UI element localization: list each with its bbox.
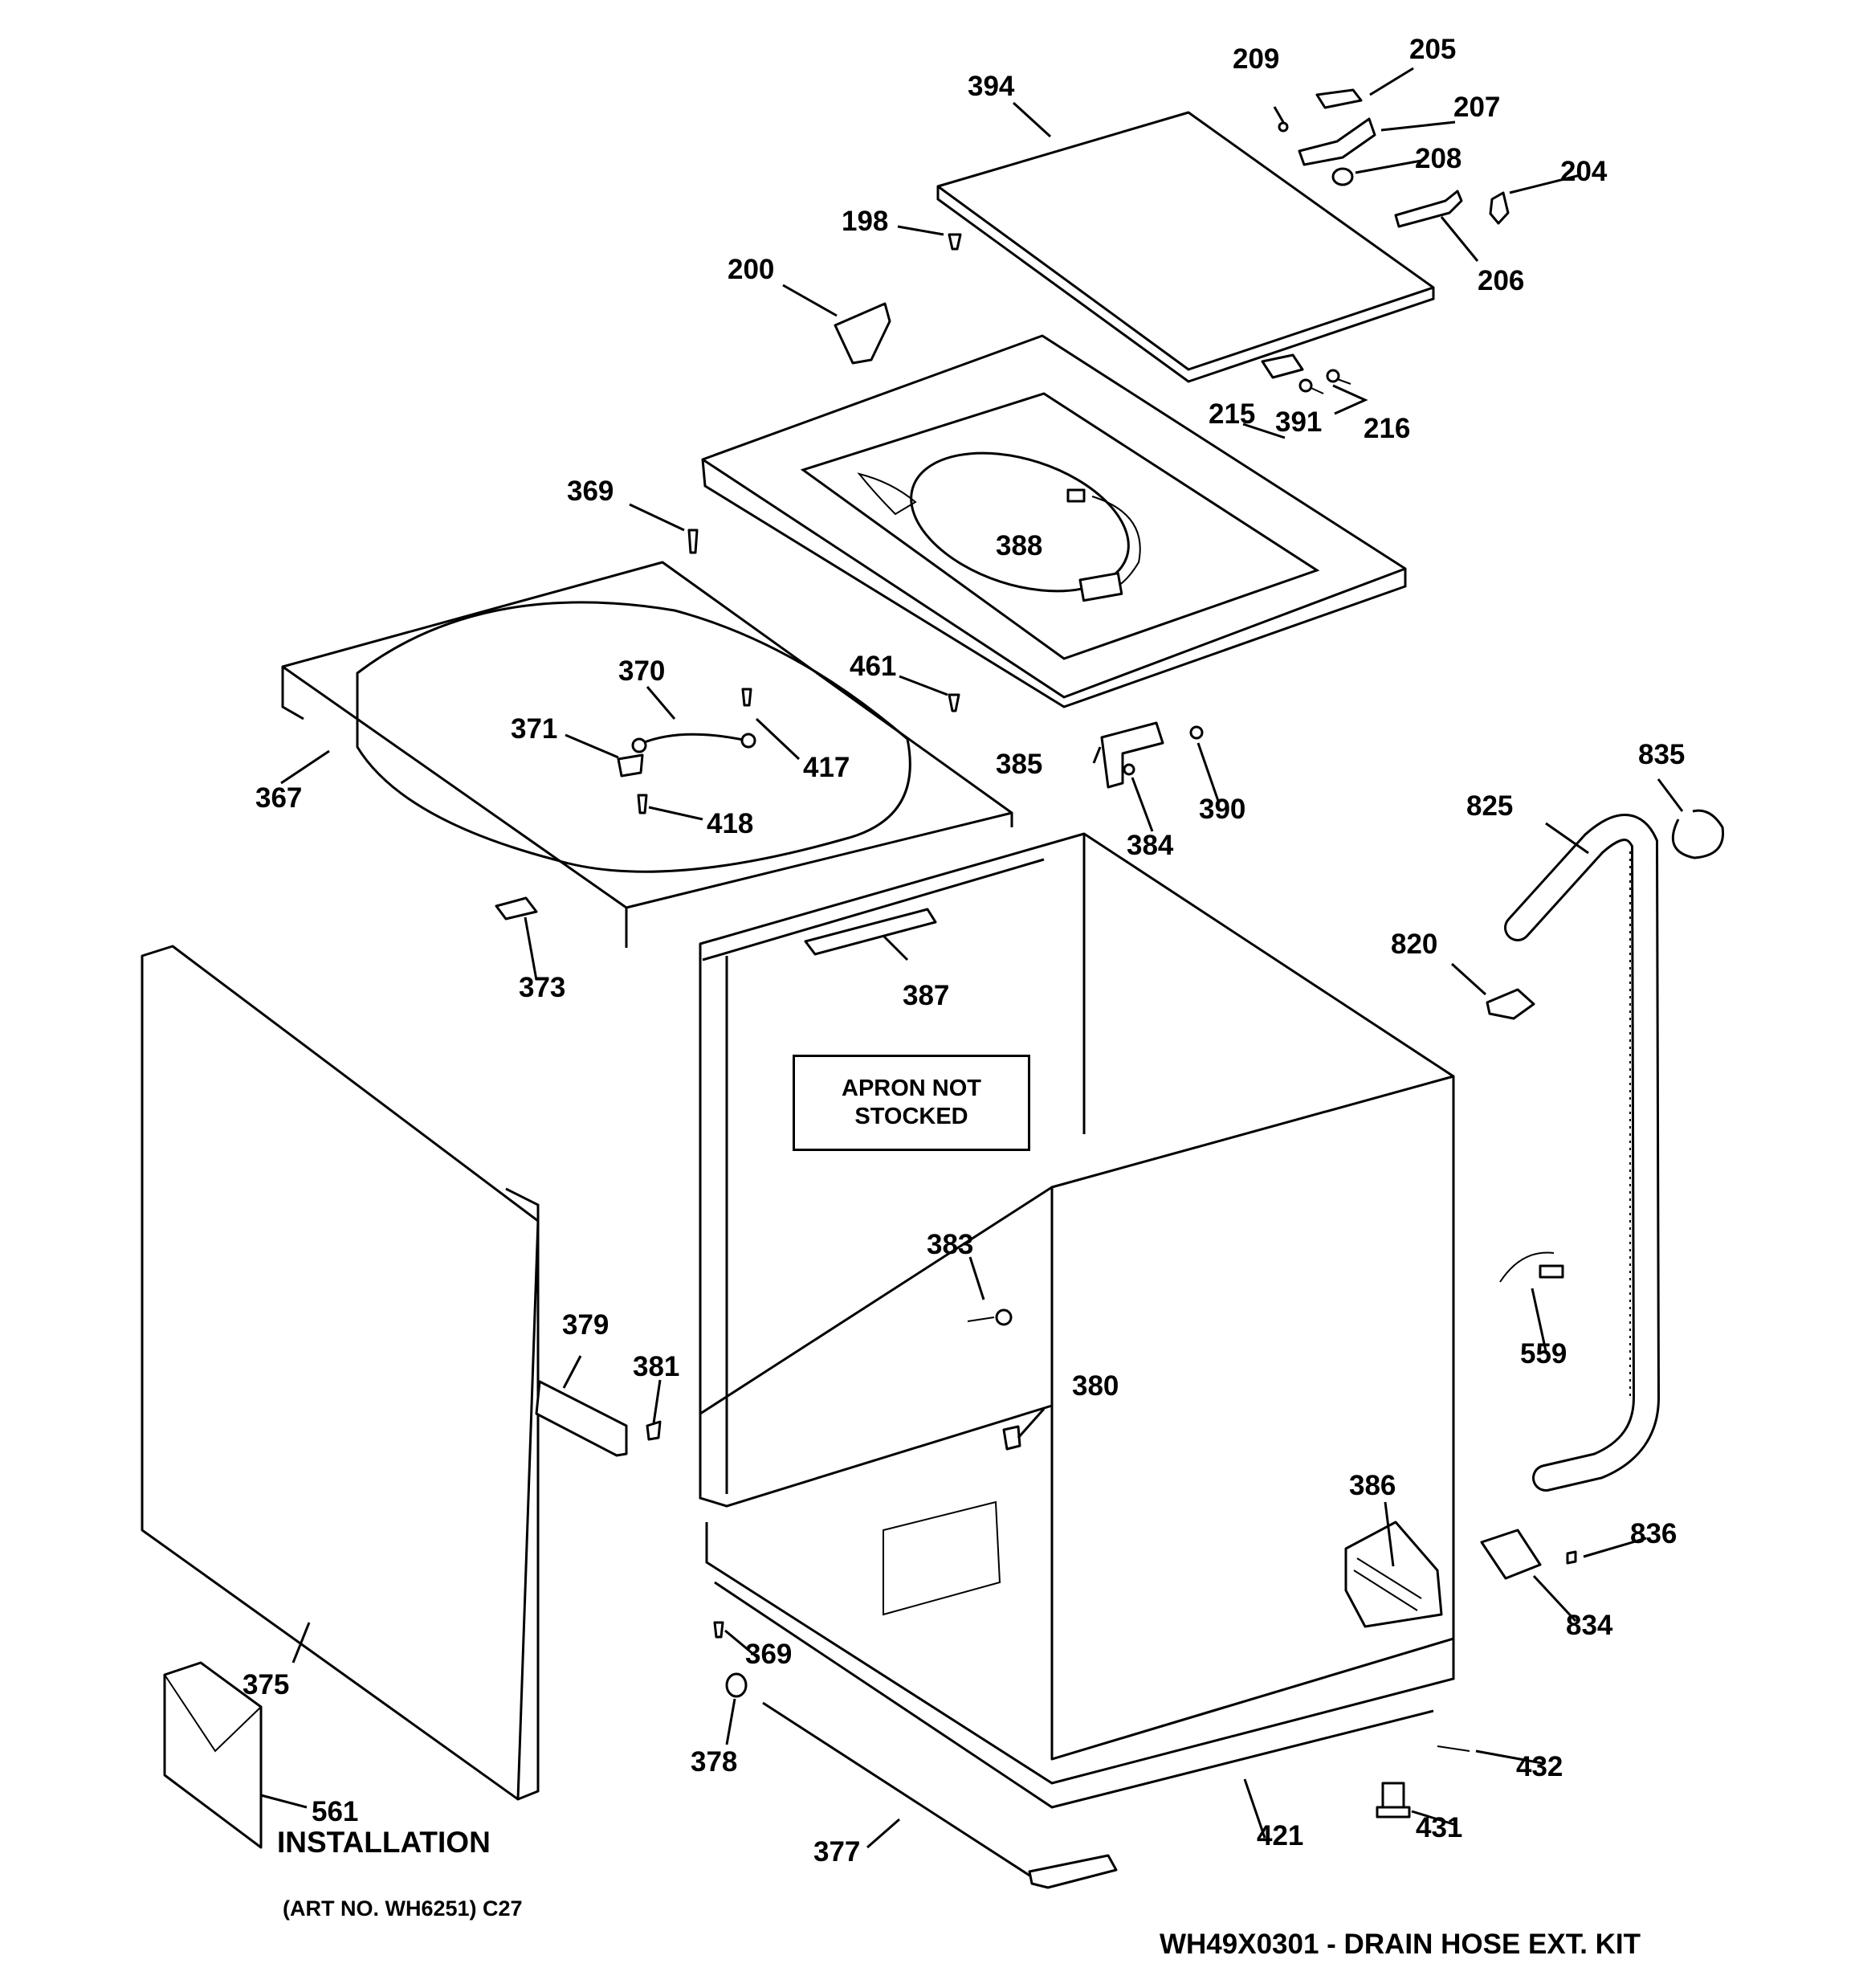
- callout-379: 379: [562, 1309, 609, 1341]
- apron-not-stocked-note: APRON NOT STOCKED: [793, 1055, 1030, 1151]
- callout-391: 391: [1275, 406, 1323, 438]
- callout-206: 206: [1478, 265, 1525, 296]
- clip-198: [948, 233, 962, 251]
- callout-431: 431: [1416, 1812, 1463, 1843]
- service-label-386: [1344, 1521, 1443, 1628]
- callout-370: 370: [618, 655, 666, 687]
- leveling-parts: [1376, 1745, 1470, 1819]
- callout-418: 418: [707, 808, 754, 839]
- art-number: (ART NO. WH6251) C27: [283, 1896, 523, 1921]
- callout-432: 432: [1516, 1751, 1563, 1782]
- callout-215: 215: [1209, 398, 1256, 430]
- hose-clamp-835: [1671, 809, 1725, 859]
- callout-386: 386: [1349, 1470, 1396, 1501]
- callout-369-lower: 369: [745, 1639, 793, 1670]
- callout-384: 384: [1127, 830, 1174, 861]
- pin-383: [967, 1308, 1013, 1326]
- hose-guide-820: [1486, 988, 1535, 1020]
- hinge-block-215: [1261, 353, 1351, 394]
- callout-836: 836: [1630, 1518, 1678, 1549]
- callout-825: 825: [1466, 790, 1514, 822]
- clip-380: [1002, 1425, 1021, 1451]
- callout-207: 207: [1453, 92, 1501, 123]
- wire-harness-388: [1066, 488, 1141, 602]
- callout-380: 380: [1072, 1370, 1119, 1402]
- callout-417: 417: [803, 752, 850, 783]
- callout-205: 205: [1409, 34, 1457, 65]
- lid-bumper-200: [834, 302, 891, 365]
- callout-369-upper: 369: [567, 476, 614, 507]
- installation-label: INSTALLATION: [277, 1826, 491, 1859]
- front-panel-375: [141, 945, 540, 1801]
- callout-371: 371: [511, 713, 558, 745]
- wire-559: [1499, 1251, 1564, 1283]
- callout-200: 200: [728, 254, 775, 285]
- callout-421: 421: [1257, 1820, 1304, 1851]
- callout-394: 394: [968, 71, 1015, 102]
- callout-377: 377: [813, 1836, 861, 1868]
- lower-hardware: [713, 1621, 1118, 1889]
- leader-lines: [260, 67, 1684, 1849]
- wire-cover-387: [804, 908, 937, 956]
- callout-390: 390: [1199, 794, 1246, 825]
- callout-388: 388: [996, 530, 1043, 561]
- apron-note-line1: APRON NOT: [842, 1076, 981, 1102]
- callout-204: 204: [1560, 156, 1608, 187]
- hinge-bracket-385: [1100, 721, 1204, 789]
- lid-part: [936, 111, 1435, 383]
- callout-198: 198: [842, 206, 889, 237]
- callout-208: 208: [1415, 143, 1462, 174]
- callout-820: 820: [1391, 929, 1438, 960]
- callout-378: 378: [691, 1746, 738, 1778]
- hose-bracket-834: [1480, 1529, 1577, 1580]
- callout-381: 381: [633, 1351, 680, 1382]
- callout-835: 835: [1638, 739, 1686, 770]
- tub-cover-frame-367: [281, 561, 1013, 948]
- callout-216: 216: [1364, 413, 1411, 444]
- clip-373: [495, 896, 538, 921]
- bracket-379: [535, 1380, 662, 1457]
- callout-461: 461: [850, 651, 897, 682]
- callout-367: 367: [255, 782, 303, 814]
- top-cover-391: [701, 334, 1407, 708]
- callout-559: 559: [1520, 1338, 1567, 1370]
- callout-387: 387: [903, 980, 950, 1011]
- frame-hardware: [617, 529, 960, 814]
- callout-561: 561: [312, 1796, 359, 1827]
- lid-hinge-parts: [1278, 88, 1510, 228]
- installation-envelope-561: [163, 1661, 263, 1849]
- drain-hose-825: [1504, 814, 1661, 1492]
- callout-385: 385: [996, 749, 1043, 780]
- cabinet: [699, 832, 1455, 1809]
- callout-375: 375: [243, 1669, 290, 1700]
- callout-373: 373: [519, 972, 566, 1003]
- callout-209: 209: [1233, 43, 1280, 75]
- drain-hose-kit-note: WH49X0301 - DRAIN HOSE EXT. KIT: [1160, 1929, 1641, 1960]
- callout-383: 383: [927, 1229, 974, 1260]
- apron-note-line2: STOCKED: [854, 1104, 968, 1129]
- callout-834: 834: [1566, 1610, 1613, 1641]
